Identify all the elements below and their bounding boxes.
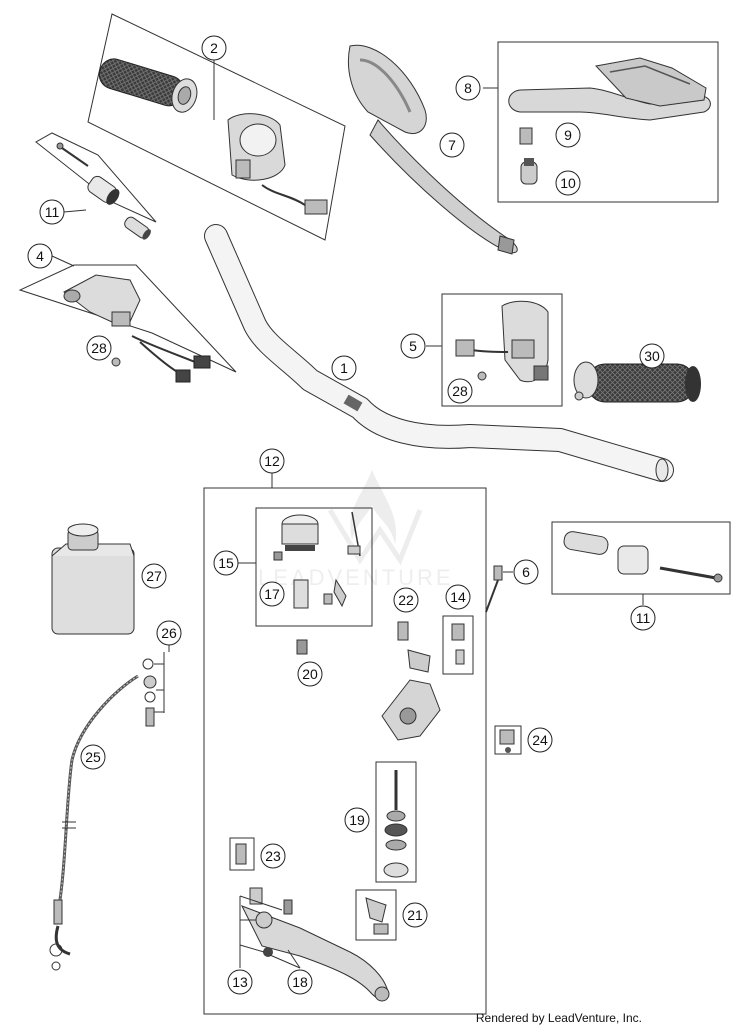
callout-30: 30 [639, 343, 665, 369]
callout-label: 18 [292, 974, 308, 990]
callout-10: 10 [555, 170, 581, 196]
callout-label: 28 [452, 383, 468, 399]
brake-master-cylinder-group [203, 487, 487, 1015]
callout-26: 25 [80, 744, 106, 770]
callout-15: 15 [213, 550, 239, 576]
brake-line-part [49, 652, 165, 971]
handlebar-end-weight-group-right [551, 521, 731, 595]
callout-label: 23 [265, 848, 281, 864]
callout-label: 7 [448, 137, 456, 153]
callout-label: 28 [91, 340, 107, 356]
callout-label: 14 [450, 589, 466, 605]
brake-switch-part [494, 725, 522, 755]
callout-label: 27 [146, 568, 162, 584]
callout-label: 12 [264, 453, 280, 469]
callout-11-right: 11 [630, 605, 656, 631]
handlebar-end-weight-group-left [35, 132, 157, 240]
callout-label: 17 [264, 586, 280, 602]
leader-lines [51, 60, 644, 969]
callout-label: 20 [302, 666, 318, 682]
callout-6: 6 [513, 559, 539, 585]
left-switch-part [227, 113, 328, 215]
callout-14: 14 [445, 584, 471, 610]
callout-20: 21 [402, 902, 428, 928]
callout-label: 6 [522, 564, 530, 580]
callout-label: 24 [532, 732, 548, 748]
callout-label: 2 [210, 40, 218, 56]
callout-17: 17 [259, 581, 285, 607]
callout-5: 5 [400, 333, 426, 359]
watermark-logo: LEADVENTURE [258, 470, 454, 590]
callout-label: 11 [45, 204, 60, 220]
callout-label: 25 [85, 749, 101, 765]
left-grip-switch-group [87, 13, 346, 241]
callout-label: 13 [232, 974, 248, 990]
callout-18: 19 [344, 807, 370, 833]
callout-9: 9 [555, 122, 581, 148]
callout-1: 1 [331, 355, 357, 381]
callout-19: 20 [297, 661, 323, 687]
callout-11-left: 11 [39, 199, 65, 225]
left-grip-part [98, 58, 198, 113]
start-switch-group [441, 293, 563, 407]
callout-label: 19 [349, 812, 365, 828]
callout-label: 26 [161, 625, 177, 641]
left-mirror-part [347, 44, 518, 255]
callout-label: 8 [464, 80, 472, 96]
callout-28-right: 28 [447, 378, 473, 404]
handlebar-part [204, 224, 674, 482]
callout-23: 18 [287, 969, 313, 995]
callout-label: 15 [218, 555, 234, 571]
callout-7: 7 [439, 132, 465, 158]
callout-label: 1 [340, 360, 348, 376]
callout-24: 24 [527, 727, 553, 753]
callout-2: 2 [201, 35, 227, 61]
callout-13: 13 [227, 969, 253, 995]
callout-27: 27 [141, 563, 167, 589]
callout-label: 4 [36, 248, 44, 264]
callout-label: 11 [636, 610, 651, 626]
callout-4: 4 [27, 243, 53, 269]
kill-switch-group [18, 264, 237, 383]
callout-label: 22 [398, 592, 414, 608]
bleed-screw-part [485, 565, 503, 613]
brake-fluid-bottle-part [51, 523, 135, 635]
footer-credit: Rendered by LeadVenture, Inc. [475, 1011, 642, 1025]
callout-8: 8 [455, 75, 481, 101]
callout-22: 23 [260, 843, 286, 869]
callout-12: 12 [259, 448, 285, 474]
callout-label: 10 [560, 175, 576, 191]
watermark-text: LEADVENTURE [258, 565, 454, 590]
callout-label: 9 [564, 127, 572, 143]
callout-label: 21 [407, 907, 423, 923]
callout-label: 30 [644, 348, 660, 364]
throttle-grip-part [573, 361, 701, 403]
callout-21: 22 [393, 587, 419, 613]
callout-label: 5 [409, 338, 417, 354]
callout-25: 26 [156, 620, 182, 646]
hand-guard-group [497, 41, 719, 203]
callout-28-left: 28 [86, 335, 112, 361]
